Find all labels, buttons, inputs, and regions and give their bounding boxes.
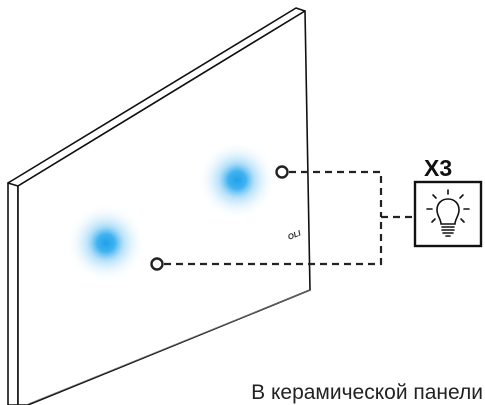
- panel-face: [17, 10, 311, 405]
- led-glow-lower: [66, 203, 146, 283]
- dashed-wiring: [164, 170, 415, 266]
- caption: В керамической панели: [251, 381, 483, 404]
- light-bulb-icon: [426, 189, 470, 237]
- panel-bottom-line: [27, 289, 311, 405]
- ceramic-panel: [7, 7, 311, 405]
- ring-connector-icon: [150, 257, 164, 271]
- wire-lower: [164, 217, 383, 266]
- led-glow-upper: [197, 140, 277, 220]
- lamp-box: [413, 180, 483, 248]
- wire-upper: [289, 170, 383, 217]
- multiplier-label: X3: [424, 155, 452, 181]
- panel-edge: [7, 177, 19, 405]
- ring-connector-icon: [275, 165, 289, 179]
